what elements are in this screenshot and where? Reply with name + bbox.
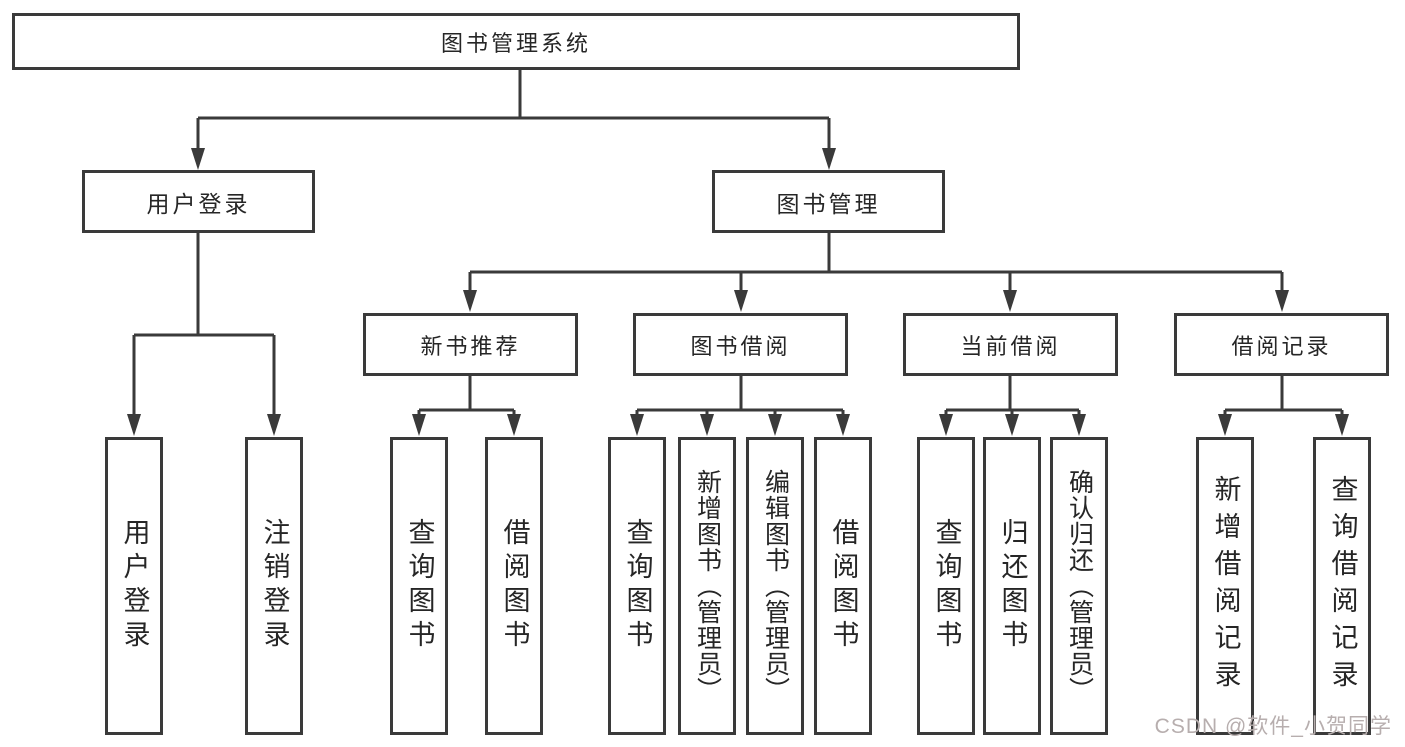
node-borrowing-records: 借阅记录 [1174,313,1389,376]
node-label: 借阅图书 [499,518,530,654]
csdn-watermark: CSDN @软件_小贺同学 [1154,715,1392,738]
leaf-logout: 注销登录 [245,437,303,735]
node-label: 图书借阅 [690,333,791,359]
node-label: 用户登录 [119,518,150,654]
leaf-borrow-books-borrowing: 借阅图书 [814,437,872,735]
node-label: 归还图书 [997,518,1028,654]
node-current-borrowing: 当前借阅 [903,313,1118,376]
node-label: 图书管理系统 [440,30,591,56]
node-label: 查询借阅记录 [1327,475,1358,697]
leaf-add-borrow-record: 新增借阅记录 [1196,437,1254,735]
node-label: 当前借阅 [960,333,1061,359]
node-label: 新增借阅记录 [1210,475,1241,697]
leaf-query-borrow-record: 查询借阅记录 [1313,437,1371,735]
node-book-management: 图书管理 [712,170,945,233]
node-new-book-recommendation: 新书推荐 [363,313,578,376]
node-label: 图书管理 [776,190,881,217]
node-label: 查询图书 [622,518,653,654]
node-library-management-system: 图书管理系统 [12,13,1020,70]
node-label: 用户登录 [146,190,251,217]
node-label: 新增图书（管理员） [693,469,722,703]
node-label: 借阅记录 [1231,333,1332,359]
node-label: 查询图书 [404,518,435,654]
leaf-return-book: 归还图书 [983,437,1041,735]
leaf-query-books-current: 查询图书 [917,437,975,735]
node-label: 借阅图书 [828,518,859,654]
leaf-edit-book-admin: 编辑图书（管理员） [746,437,804,735]
node-label: 查询图书 [931,518,962,654]
leaf-add-book-admin: 新增图书（管理员） [678,437,736,735]
node-label: 新书推荐 [420,333,521,359]
node-label: 确认归还（管理员） [1065,469,1094,703]
node-label: 注销登录 [259,518,290,654]
node-label: 编辑图书（管理员） [761,469,790,703]
node-user-login: 用户登录 [82,170,315,233]
leaf-user-login: 用户登录 [105,437,163,735]
leaf-query-books-recommend: 查询图书 [390,437,448,735]
node-book-borrowing: 图书借阅 [633,313,848,376]
leaf-borrow-books-recommend: 借阅图书 [485,437,543,735]
leaf-query-books-borrowing: 查询图书 [608,437,666,735]
leaf-confirm-return-admin: 确认归还（管理员） [1050,437,1108,735]
